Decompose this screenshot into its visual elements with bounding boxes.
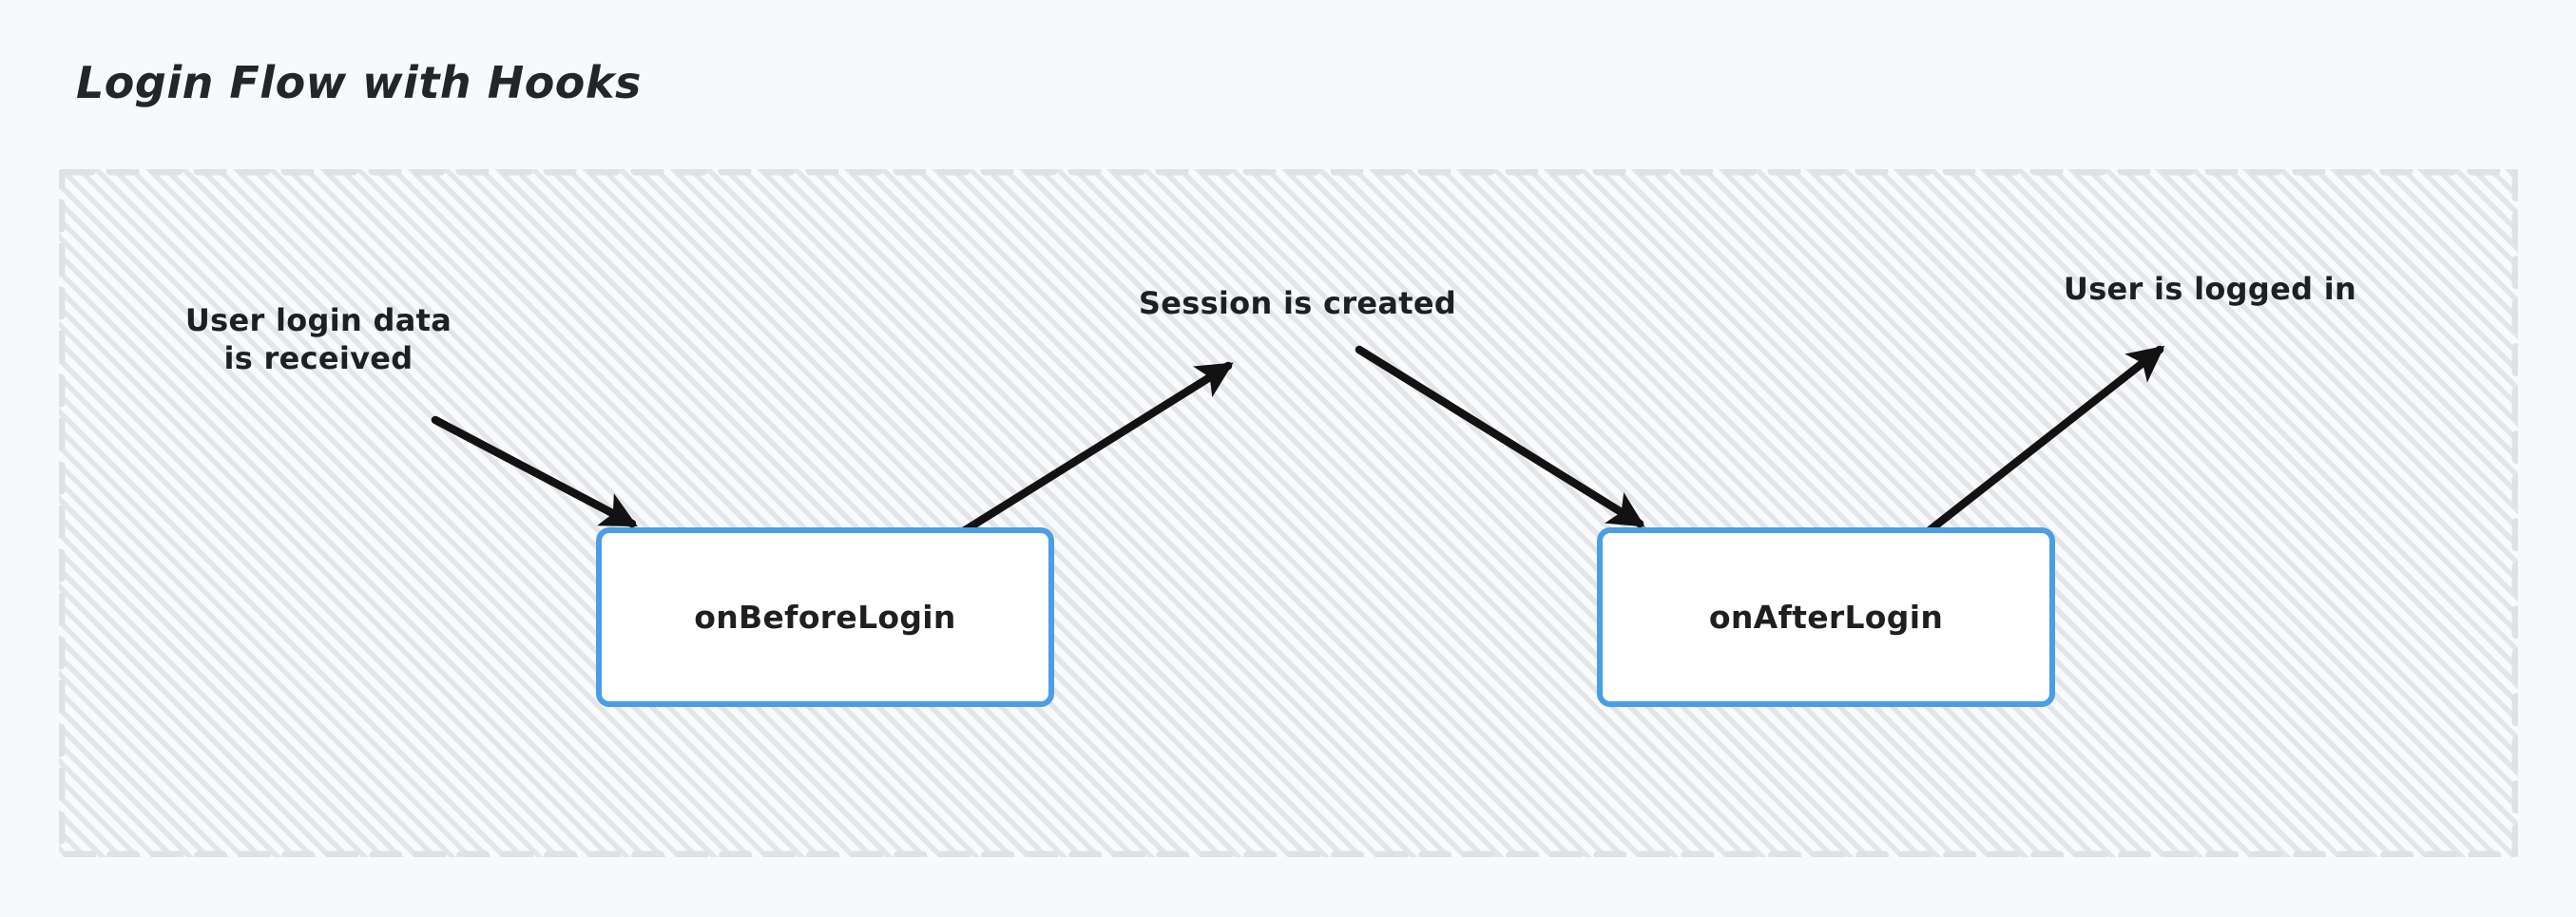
node-onbeforelogin-label: onBeforeLogin	[694, 599, 956, 636]
edge-label-session-is-created: Session is created	[1138, 285, 1457, 321]
edge-label-user-is-logged-in: User is logged in	[2063, 271, 2357, 307]
edge-label-user-login-data-received: User login data is received	[184, 302, 452, 376]
node-onbeforelogin[interactable]: onBeforeLogin	[596, 527, 1054, 707]
node-onafterlogin[interactable]: onAfterLogin	[1597, 527, 2055, 707]
page-title: Login Flow with Hooks	[76, 57, 642, 108]
node-onafterlogin-label: onAfterLogin	[1708, 599, 1944, 636]
